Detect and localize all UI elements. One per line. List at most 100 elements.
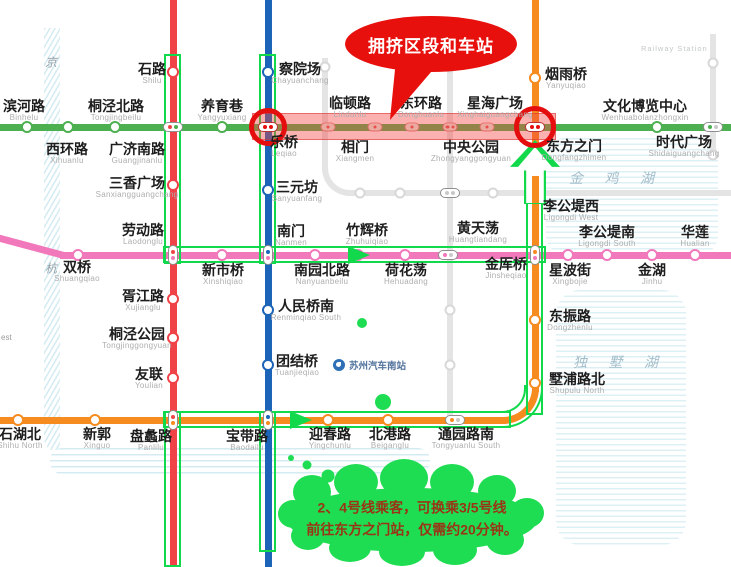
- interchange-huangtiandang: [438, 250, 458, 260]
- station-name: 胥江路: [122, 288, 164, 304]
- station-pinyin: Ligongdi South: [578, 239, 636, 249]
- note-cloud-bump: [510, 498, 544, 528]
- station-name: 新市桥: [202, 262, 244, 278]
- note-cloud-bump: [334, 464, 378, 500]
- station-marker-shuangqiao: [72, 249, 84, 261]
- route-overlay-red-top: [164, 54, 181, 264]
- gray-station: [444, 359, 456, 371]
- congestion-callout: 拥挤区段和车站: [345, 16, 517, 72]
- band-station-zhongyanggongyuan: [479, 122, 495, 132]
- station-name: 双桥: [63, 259, 91, 275]
- station-marker-youlian: [167, 372, 179, 384]
- station-pinyin: Dongfangzhimen: [541, 153, 607, 163]
- station-name: 察院场: [278, 61, 321, 77]
- station-pinyin: Beiganglu: [370, 441, 410, 451]
- station-name: 临顿路: [329, 95, 371, 111]
- station-name: 墅浦路北: [549, 371, 605, 387]
- band-station-xiangmen: [367, 122, 383, 132]
- interchange-shidaiguangchang: [703, 122, 723, 132]
- station-name: 中央公园: [443, 139, 499, 155]
- route-arrow-up-line-showthrough: [532, 176, 539, 203]
- interchange-jinsheqiao: [530, 245, 540, 265]
- station-pinyin: Lindunlu: [333, 110, 367, 120]
- bus-station-label: 苏州汽车南站: [349, 361, 407, 372]
- station-pinyin: Shuangqiao: [54, 274, 100, 284]
- station-name: 相门: [341, 139, 369, 155]
- station-name: 南门: [276, 223, 305, 239]
- congestion-callout-text: 拥挤区段和车站: [368, 36, 494, 56]
- canal-char-top: 京: [44, 55, 58, 70]
- bus-station-icon: [333, 359, 345, 371]
- station-pinyin: Xinshiqiao: [203, 277, 243, 287]
- station-name: 三香广场: [109, 175, 165, 191]
- station-name: 烟雨桥: [545, 66, 587, 82]
- station-name: 李公堤西: [543, 198, 599, 214]
- bubble-dot: [302, 460, 312, 470]
- station-name: 金湖: [638, 262, 666, 278]
- canal-vertical: [44, 28, 60, 452]
- station-pinyin: Nanyuanbeilu: [295, 277, 349, 287]
- station-name: 北港路: [369, 426, 411, 442]
- bubble-dot: [288, 455, 294, 461]
- station-pinyin: Shupulu North: [549, 386, 605, 396]
- station-pinyin: Dongzhenlu: [547, 323, 593, 333]
- line-4-blue: [265, 0, 272, 567]
- station-marker-beiganglu: [382, 414, 394, 426]
- station-pinyin: Tuanjieqiao: [274, 368, 320, 378]
- station-pinyin: Tongjinggongyuan: [102, 341, 172, 351]
- station-marker-sanxiangguangchang: [167, 179, 179, 191]
- station-marker-shupulubei: [529, 377, 541, 389]
- station-marker-tuanjieqiao: [262, 359, 274, 371]
- bus-station-landmark: 苏州汽车南站: [333, 358, 406, 372]
- gray-line-vertical-center: [447, 58, 453, 420]
- gray-station: [394, 187, 406, 199]
- station-pinyin: Renminqiao South: [270, 313, 342, 323]
- note-cloud-bump: [433, 535, 477, 565]
- bubble-dot: [357, 318, 367, 328]
- station-name: 桐泾公园: [109, 326, 165, 342]
- lake-dushuhu: [556, 290, 686, 545]
- station-pinyin: Yanyuqiao: [546, 81, 586, 91]
- station-name: 华莲: [680, 224, 709, 240]
- station-pinyin: Huangtiandang: [448, 235, 508, 245]
- station-pinyin: Xinghaiguangchang: [457, 110, 533, 120]
- station-name: 团结桥: [276, 353, 318, 369]
- gray-station: [707, 149, 719, 161]
- station-pinyin: Jinsheqiao: [485, 271, 527, 281]
- station-marker-tongjingbeilu: [109, 121, 121, 133]
- station-pinyin: Xinguo: [83, 441, 111, 451]
- station-name: 南园北路: [294, 262, 350, 278]
- station-name: 金厍桥: [485, 256, 527, 272]
- station-pinyin: Ligongdi West: [543, 213, 599, 223]
- gray-station: [707, 57, 719, 69]
- station-marker-xinguo: [89, 414, 101, 426]
- band-station-lindunlu: [320, 122, 336, 132]
- gray-line-curve-vertical: [322, 58, 328, 170]
- station-pinyin: Xiangmen: [335, 154, 375, 164]
- lake-dushuhu-label: 独 墅 湖: [573, 356, 667, 371]
- station-name: 石路: [138, 61, 166, 77]
- station-marker-nanyuanbeilu: [309, 249, 321, 261]
- station-marker-yanyuqiao: [529, 72, 541, 84]
